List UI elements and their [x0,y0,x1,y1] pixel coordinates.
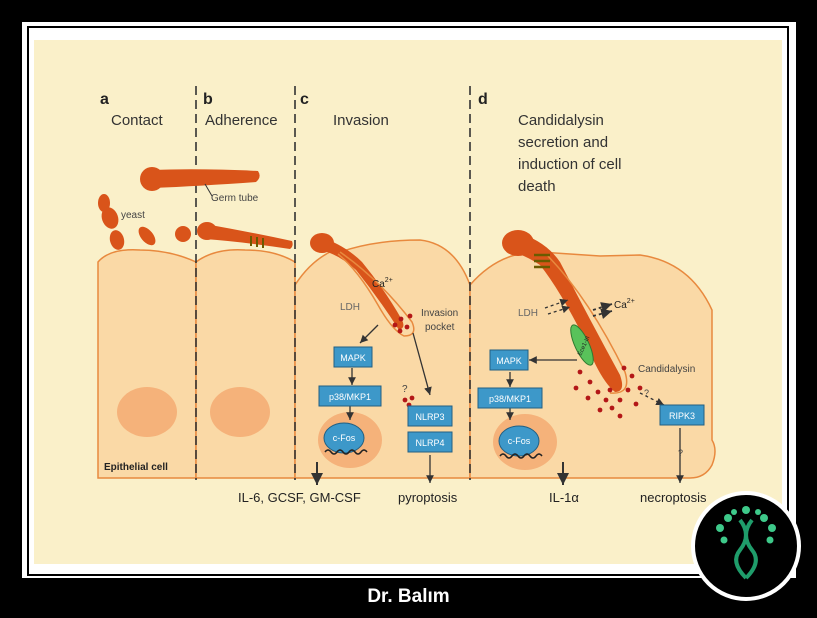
p38-box-d [477,387,543,409]
candidalysin-dots [573,365,643,419]
nucleus-b [210,387,270,437]
panel-a-title: Contact [111,112,164,129]
adherent-hypha [197,222,293,249]
pocket-dots-c [392,313,413,334]
invasion-pocket-d [547,255,628,394]
panel-d-title-3: induction of cell [518,156,621,173]
p38-box-c [318,385,382,407]
invasion-pocket-c [337,251,415,337]
question-c: ? [402,384,408,395]
ca-sup-c: 2+ [385,277,393,284]
panel-b-letter: b [203,91,213,108]
yeast-cells [98,194,191,250]
question-necroptosis: ? [678,448,683,458]
panel-c-letter: c [300,91,309,108]
ca-text-c: Ca [372,279,385,290]
epithelial-layer [97,239,716,479]
nlrp3-box [407,405,453,427]
nlrp4-text: NLRP4 [415,438,444,448]
panel-d-title-2: secretion and [518,134,608,151]
germ-tube-label: Germ tube [211,193,259,204]
panel-b-title: Adherence [205,112,278,129]
ca-label-d: Ca2+ [614,298,635,311]
nucleus-a [117,387,177,437]
dna-tree-logo [691,491,801,601]
epithelial-cell-b [195,249,296,479]
nlrp4-box [407,431,453,453]
panel-separators [195,86,471,480]
adhesins-b [250,236,264,248]
ca-text-d: Ca [614,300,627,311]
nlrp3-text: NLRP3 [415,412,444,422]
panel-d-letter: d [478,91,488,108]
panel-c-title: Invasion [333,112,389,129]
dna-d [499,453,543,459]
invading-hypha-c [310,233,404,330]
ca-sup-d: 2+ [627,298,635,305]
signal-boxes [318,346,705,453]
mapk-c-text: MAPK [340,353,366,363]
question-ripk3: ? [644,388,649,398]
il1a-output: IL-1α [549,490,579,505]
cytokines-output: IL-6, GCSF, GM-CSF [238,490,361,505]
mapk-d-text: MAPK [496,356,522,366]
question-dots-c [402,395,415,408]
ripk3-text: RIPK3 [669,411,695,421]
signaling-arrows-c [311,324,434,485]
germ-tube [140,167,260,191]
panel-a-letter: a [100,91,109,108]
candidalysin-label: Candidalysin [638,364,695,375]
p38-d-text: p38/MKP1 [489,394,531,404]
epithelial-cell-label: Epithelial cell [104,462,168,473]
cfos-d [498,425,540,457]
p38-c-text: p38/MKP1 [329,392,371,402]
ca-label-c: Ca2+ [372,277,393,290]
invasion-pocket-label-1: Invasion [421,308,458,319]
dna-c [324,449,368,455]
mapk-box-c [333,346,373,368]
invasion-pocket-label-2: pocket [425,322,455,333]
candida-infection-diagram: a Contact b Adherence c Invasion d Candi… [34,40,782,564]
ldh-label-d: LDH [518,308,538,319]
ripk3-box [659,404,705,426]
cfos-d-text: c-Fos [508,436,531,446]
ldh-label-c: LDH [340,302,360,313]
necroptosis-output: necroptosis [640,490,707,505]
pyroptosis-output: pyroptosis [398,490,458,505]
signaling-arrows-d [506,298,684,485]
yeast-label: yeast [121,210,145,221]
mapk-box-d [489,349,529,371]
cfos-c-text: c-Fos [333,433,356,443]
invading-hypha-d [502,230,623,392]
epithelial-cell-a [97,249,197,479]
germ-tube-pointer [204,183,213,197]
panel-d-title-1: Candidalysin [518,112,604,129]
adhesins-d [534,253,550,269]
author-credit: Dr. Balım [367,586,450,607]
ece1-vesicle [570,324,594,366]
panel-d-title-4: death [518,178,556,195]
